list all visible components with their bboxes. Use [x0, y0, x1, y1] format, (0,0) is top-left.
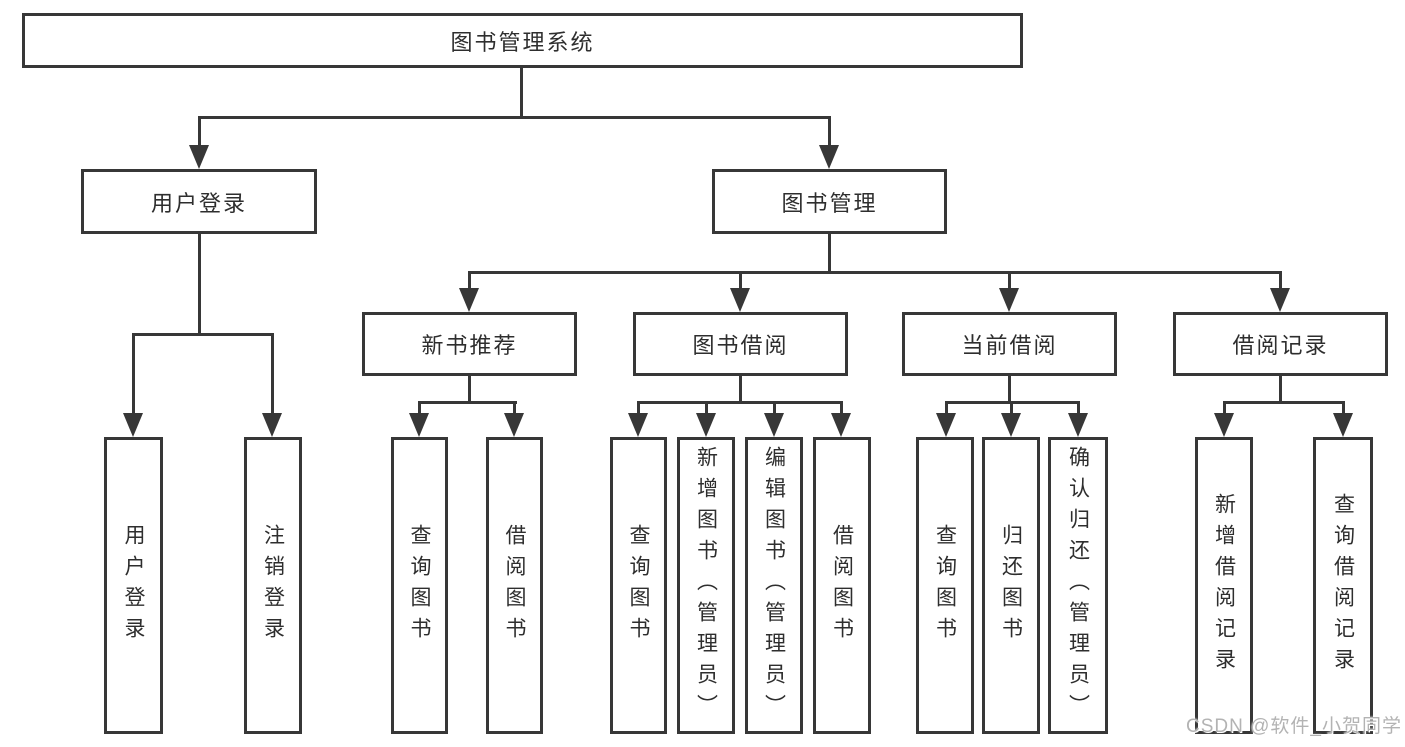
- arrow-down-marker: [1001, 413, 1021, 437]
- arrow-down-marker: [936, 413, 956, 437]
- edge-line-v: [198, 232, 201, 335]
- arrow-down-marker: [628, 413, 648, 437]
- csdn-watermark: CSDN @软件_小贺同学: [1186, 716, 1402, 737]
- arrow-down-marker: [999, 288, 1019, 312]
- node-root-label: 图书管理系统: [450, 29, 595, 55]
- leaf-add-book-admin-label: 新增图书（管理员）: [694, 446, 718, 725]
- node-new-book-recommend-label: 新书推荐: [421, 333, 518, 358]
- edge-line-v: [828, 116, 831, 150]
- leaf-add-borrow-record: 新增借阅记录: [1195, 437, 1253, 734]
- edge-line-h: [1223, 401, 1344, 404]
- arrow-down-marker: [262, 413, 282, 437]
- arrow-down-marker: [123, 413, 143, 437]
- edge-line-h: [637, 401, 843, 404]
- leaf-add-borrow-record-label: 新增借阅记录: [1212, 492, 1236, 679]
- arrow-down-marker: [409, 413, 429, 437]
- node-book-borrow: 图书借阅: [633, 312, 848, 376]
- edge-line-v: [198, 116, 201, 150]
- node-borrow-record: 借阅记录: [1173, 312, 1388, 376]
- leaf-confirm-return-admin: 确认归还（管理员）: [1048, 437, 1108, 734]
- edge-line-v: [132, 333, 135, 415]
- edge-line-h: [132, 333, 274, 336]
- leaf-borrow-books-recommend: 借阅图书: [486, 437, 543, 734]
- leaf-logout-label: 注销登录: [261, 523, 285, 648]
- node-book-management: 图书管理: [712, 169, 947, 234]
- leaf-user-login-label: 用户登录: [122, 523, 146, 648]
- edge-line-v: [773, 401, 776, 417]
- arrow-down-marker: [819, 145, 839, 169]
- leaf-query-borrow-record-label: 查询借阅记录: [1331, 492, 1355, 679]
- edge-line-h: [418, 401, 517, 404]
- leaf-borrow-books-recommend-label: 借阅图书: [503, 523, 527, 648]
- leaf-return-book: 归还图书: [982, 437, 1040, 734]
- edge-line-h: [468, 271, 1282, 274]
- leaf-return-book-label: 归还图书: [999, 523, 1023, 648]
- leaf-query-books-recommend-label: 查询图书: [408, 523, 432, 648]
- edge-line-v: [520, 66, 523, 118]
- arrow-down-marker: [730, 288, 750, 312]
- edge-line-v: [945, 401, 948, 417]
- arrow-down-marker: [764, 413, 784, 437]
- edge-line-v: [1279, 374, 1282, 404]
- edge-line-v: [468, 271, 471, 291]
- leaf-query-books-current: 查询图书: [916, 437, 974, 734]
- leaf-query-books-current-label: 查询图书: [933, 523, 957, 648]
- leaf-add-book-admin: 新增图书（管理员）: [677, 437, 735, 734]
- node-borrow-record-label: 借阅记录: [1232, 333, 1329, 358]
- edge-line-v: [1008, 271, 1011, 291]
- leaf-query-books-borrow-label: 查询图书: [627, 523, 651, 648]
- leaf-borrow-books-label: 借阅图书: [830, 523, 854, 648]
- edge-line-v: [1223, 401, 1226, 417]
- node-root: 图书管理系统: [22, 13, 1023, 68]
- node-current-borrow: 当前借阅: [902, 312, 1117, 376]
- edge-line-v: [1008, 374, 1011, 404]
- leaf-query-books-borrow: 查询图书: [610, 437, 667, 734]
- arrow-down-marker: [831, 413, 851, 437]
- leaf-edit-book-admin: 编辑图书（管理员）: [745, 437, 803, 734]
- edge-line-v: [739, 271, 742, 291]
- edge-line-v: [1342, 401, 1345, 417]
- leaf-edit-book-admin-label: 编辑图书（管理员）: [762, 446, 786, 725]
- arrow-down-marker: [696, 413, 716, 437]
- leaf-query-books-recommend: 查询图书: [391, 437, 448, 734]
- arrow-down-marker: [1214, 413, 1234, 437]
- arrow-down-marker: [1068, 413, 1088, 437]
- node-new-book-recommend: 新书推荐: [362, 312, 577, 376]
- edge-line-v: [828, 232, 831, 273]
- edge-line-v: [1279, 271, 1282, 291]
- edge-line-v: [739, 374, 742, 404]
- arrow-down-marker: [1333, 413, 1353, 437]
- arrow-down-marker: [459, 288, 479, 312]
- edge-line-v: [513, 401, 516, 417]
- edge-line-v: [1010, 401, 1013, 417]
- edge-line-h: [198, 116, 831, 119]
- edge-line-v: [271, 333, 274, 415]
- node-user-login-label: 用户登录: [150, 190, 247, 216]
- node-book-borrow-label: 图书借阅: [692, 333, 789, 358]
- leaf-user-login: 用户登录: [104, 437, 163, 734]
- edge-line-v: [418, 401, 421, 417]
- node-user-login: 用户登录: [81, 169, 317, 234]
- leaf-logout: 注销登录: [244, 437, 302, 734]
- edge-line-v: [1077, 401, 1080, 417]
- node-book-management-label: 图书管理: [781, 190, 878, 216]
- arrow-down-marker: [1270, 288, 1290, 312]
- edge-line-v: [468, 374, 471, 404]
- arrow-down-marker: [189, 145, 209, 169]
- leaf-query-borrow-record: 查询借阅记录: [1313, 437, 1373, 734]
- edge-line-v: [840, 401, 843, 417]
- edge-line-v: [637, 401, 640, 417]
- arrow-down-marker: [504, 413, 524, 437]
- leaf-borrow-books: 借阅图书: [813, 437, 871, 734]
- node-current-borrow-label: 当前借阅: [961, 333, 1058, 358]
- edge-line-v: [705, 401, 708, 417]
- leaf-confirm-return-admin-label: 确认归还（管理员）: [1066, 446, 1090, 725]
